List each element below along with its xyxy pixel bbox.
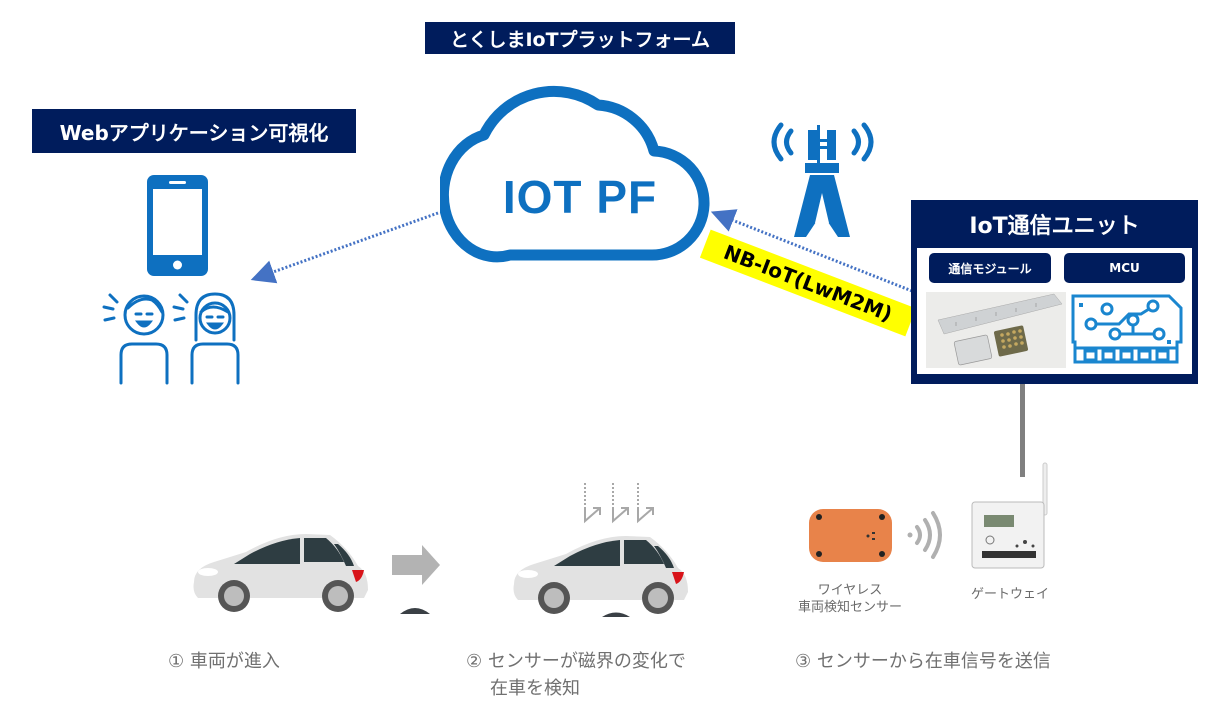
- arrow-cloud-to-web: [250, 211, 439, 284]
- iot-unit-title: IoT通信ユニット: [969, 214, 1140, 239]
- step-3-label: ③ センサーから在車信号を送信: [795, 651, 1051, 672]
- smartphone-icon: [147, 175, 208, 276]
- wireless-signal-icon: [907, 511, 942, 559]
- comm-module-photo: [926, 292, 1066, 368]
- cloud-label: IOT PF: [502, 171, 658, 223]
- sensor-label-line1: ワイヤレス: [817, 583, 883, 598]
- car-detected-image: [513, 536, 688, 617]
- right-arrow-icon: [392, 545, 440, 585]
- step-2-line2: 在車を検知: [490, 678, 580, 699]
- iot-unit-panel: IoT通信ユニット 通信モジュール MCU: [911, 200, 1198, 384]
- cloud-icon: [440, 85, 710, 263]
- magnetic-field-arrows-icon: [584, 483, 654, 524]
- platform-title: とくしまIoTプラットフォーム: [425, 22, 735, 54]
- gateway-image: [971, 462, 1048, 569]
- module-label-comm: 通信モジュール: [929, 253, 1051, 283]
- web-app-title: Webアプリケーション可視化: [32, 109, 356, 153]
- mcu-circuit-icon: [1071, 294, 1183, 364]
- sensor-label-line2: 車両検知センサー: [797, 600, 902, 615]
- step-2-label: ② センサーが磁界の変化で 在車を検知: [466, 648, 686, 702]
- step-1-label: ① 車両が進入: [168, 651, 280, 672]
- unit-gateway-connector: [1020, 382, 1025, 477]
- module-label-mcu: MCU: [1064, 253, 1185, 283]
- step-2-line1: ② センサーが磁界の変化で: [466, 651, 686, 672]
- happy-users-icon: [102, 292, 240, 385]
- road-sensor-icon: [400, 608, 430, 614]
- sensor-label: ワイヤレス 車両検知センサー: [775, 582, 925, 616]
- car-entering-image: [193, 534, 368, 612]
- gateway-label: ゲートウェイ: [970, 587, 1049, 602]
- cell-tower-icon: [771, 122, 874, 237]
- wireless-sensor-image: [809, 509, 892, 562]
